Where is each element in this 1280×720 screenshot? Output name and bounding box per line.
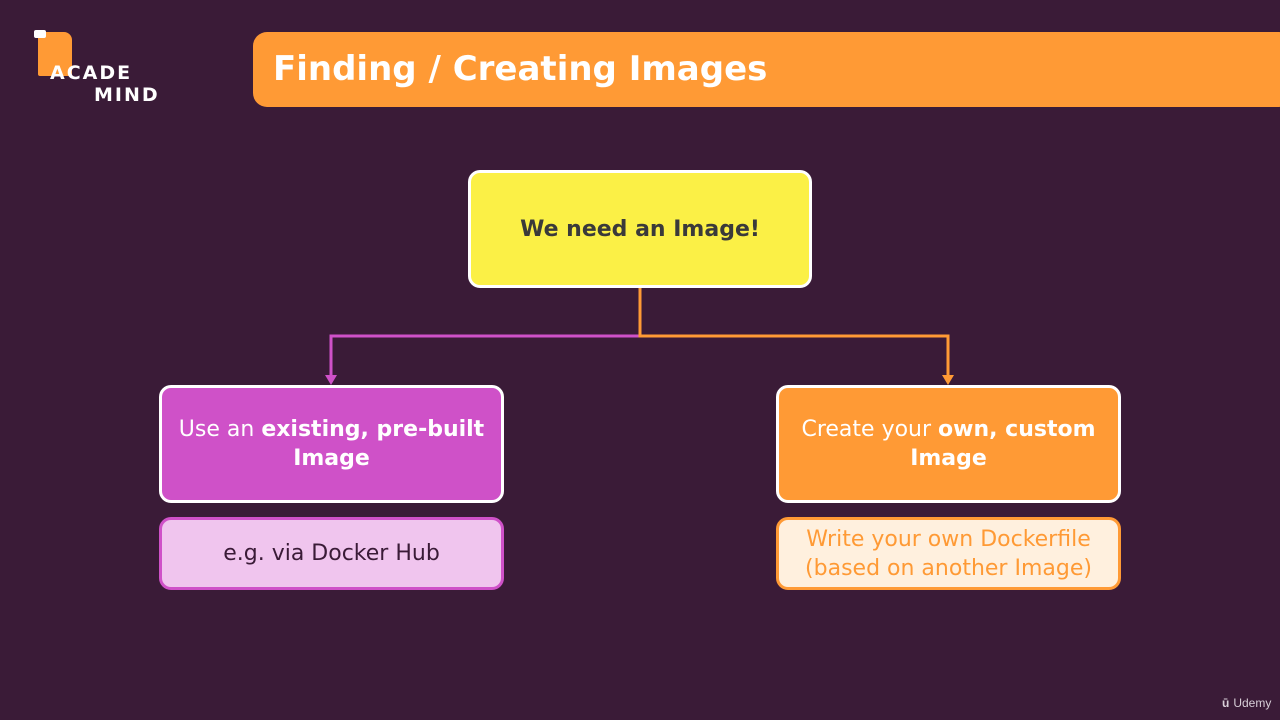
slide-title: Finding / Creating Images xyxy=(273,49,768,89)
title-bar: Finding / Creating Images xyxy=(253,32,1280,107)
academind-logo-mark xyxy=(34,30,72,76)
node-existing-image: Use an existing, pre-built Image xyxy=(159,385,504,503)
connector-to-left xyxy=(329,287,642,377)
logo-text-line2: MIND xyxy=(94,84,160,106)
node-docker-hub: e.g. via Docker Hub xyxy=(159,517,504,590)
node-existing-image-label-bold: existing, pre-built Image xyxy=(261,417,485,471)
node-custom-image-label-pre: Create your xyxy=(801,417,939,442)
logo-text-line1: ACADE xyxy=(50,62,133,84)
node-existing-image-label-pre: Use an xyxy=(178,417,262,442)
node-dockerfile-label: Write your own Dockerfile (based on anot… xyxy=(805,526,1092,581)
node-custom-image-label-bold: own, custom Image xyxy=(910,417,1096,471)
node-dockerfile: Write your own Dockerfile (based on anot… xyxy=(776,517,1121,590)
udemy-icon: ū xyxy=(1222,696,1230,710)
node-need-image: We need an Image! xyxy=(468,170,812,288)
node-custom-image-label: Create your own, custom Image xyxy=(795,415,1102,473)
node-docker-hub-label: e.g. via Docker Hub xyxy=(223,541,440,566)
node-existing-image-label: Use an existing, pre-built Image xyxy=(178,415,485,473)
arrowhead-right xyxy=(942,375,954,385)
arrowhead-left xyxy=(325,375,337,385)
academind-logo: ACADE MIND xyxy=(34,30,166,106)
connector-to-right xyxy=(638,287,950,377)
node-need-image-label: We need an Image! xyxy=(520,216,760,242)
udemy-watermark-label: Udemy xyxy=(1233,696,1272,710)
node-custom-image: Create your own, custom Image xyxy=(776,385,1121,503)
